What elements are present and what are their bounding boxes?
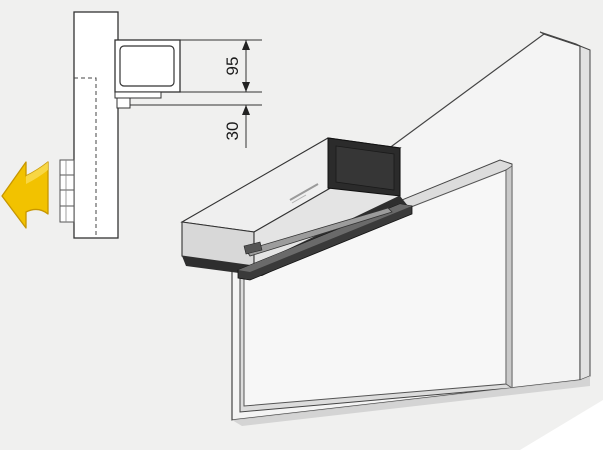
section-wall [73,11,119,239]
operator-arm-joint [243,241,263,255]
dim-arrow-30-up [242,105,250,115]
operator-arm [245,207,393,257]
dim-arrow-down [242,82,250,92]
section-rail [114,91,162,99]
section-operator-inner [119,45,175,87]
brand-logo [289,183,319,204]
section-view: 95 30 [59,11,262,239]
section-hinge [59,159,75,223]
dimension-95-label: 95 [223,57,242,76]
dim-arrow-up [242,40,250,50]
wall-side-face [579,45,591,381]
floor-shadow [232,376,590,426]
perspective-view [180,31,591,426]
section-rail-slider [116,97,131,109]
arrow-left-icon [1,161,49,229]
section-hidden-line [74,77,97,238]
slide-rail-top [238,204,412,272]
dimension-30-label: 30 [223,122,242,141]
operator-end-cap-inner [335,145,395,191]
door-leaf-shade [505,165,513,389]
